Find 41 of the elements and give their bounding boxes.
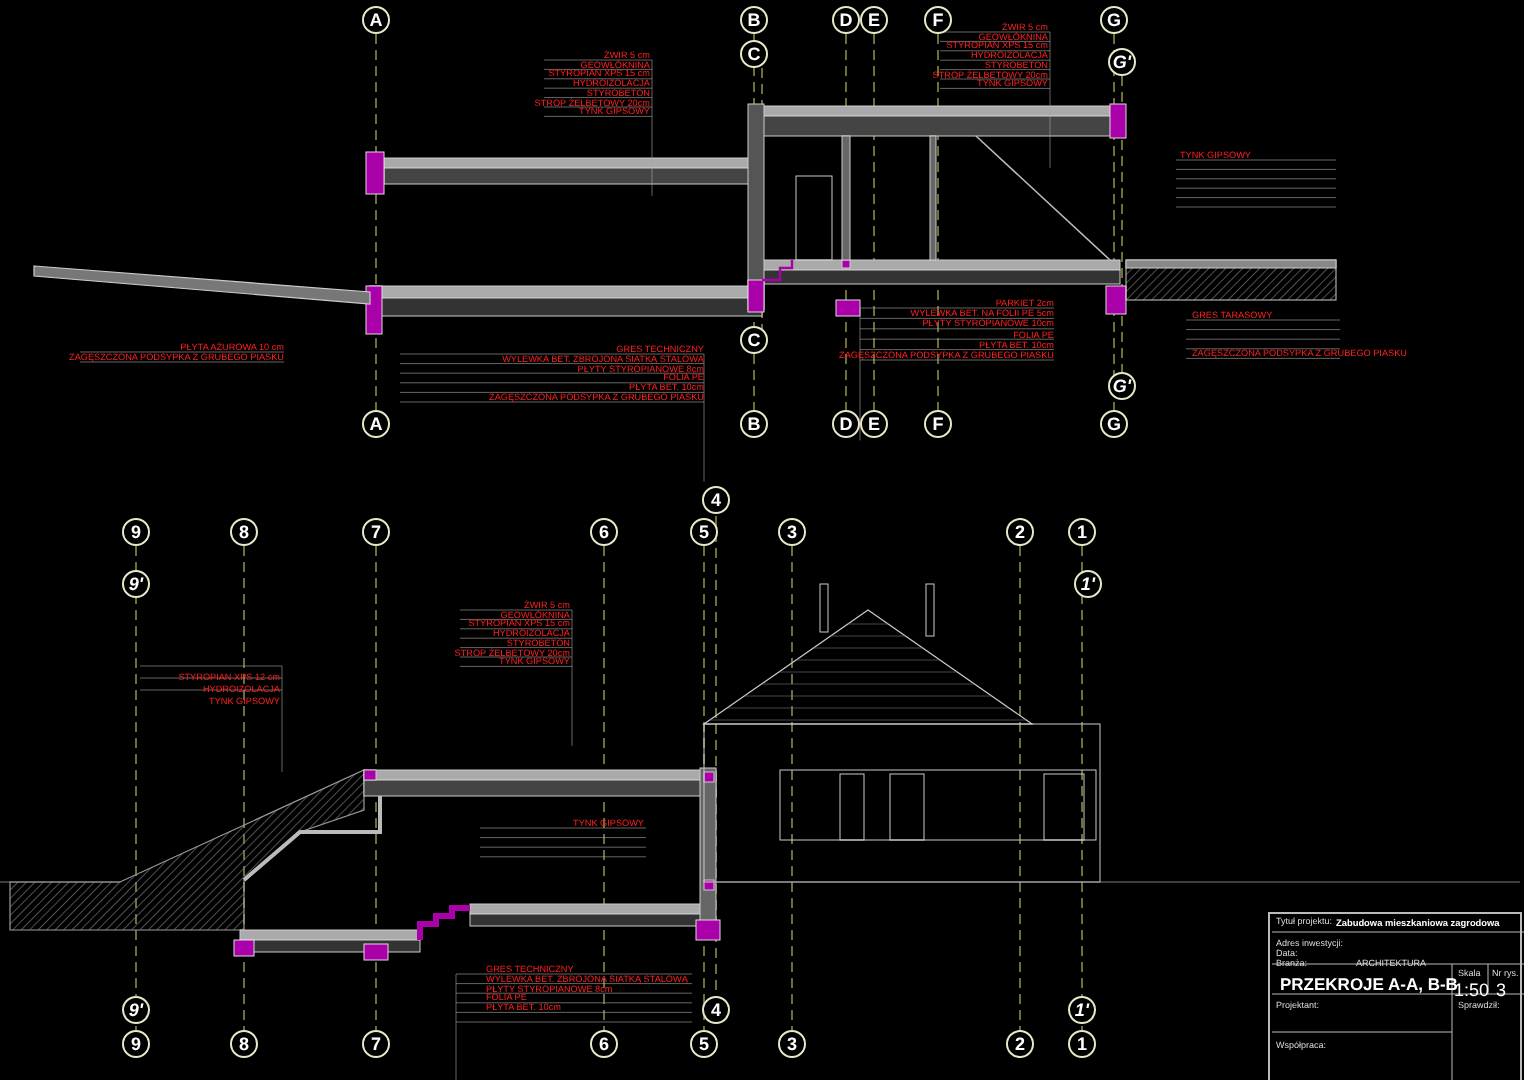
grid-axis-marker: 1 <box>1068 518 1096 546</box>
grid-axis-marker: F <box>924 410 952 438</box>
grid-axis-marker: 8 <box>230 1030 258 1058</box>
grid-axis-marker: 2 <box>1006 518 1034 546</box>
grid-axis-marker: 5 <box>690 1030 718 1058</box>
grid-axis-marker: 6 <box>590 518 618 546</box>
grid-axis-marker: 3 <box>778 1030 806 1058</box>
grid-axis-marker: B <box>740 410 768 438</box>
grid-axis-marker: 9' <box>122 570 150 598</box>
grid-axis-marker: 4 <box>702 996 730 1024</box>
grid-axis-marker: 9' <box>122 996 150 1024</box>
grid-axis-marker: 7 <box>362 518 390 546</box>
grid-axis-marker: B <box>740 6 768 34</box>
grid-axis-marker: 3 <box>778 518 806 546</box>
grid-axis-marker: G' <box>1108 48 1136 76</box>
title-block-value: 1:50 <box>1454 980 1490 1000</box>
title-block-value: 3 <box>1496 980 1507 1000</box>
grid-axis-marker: 7 <box>362 1030 390 1058</box>
grid-axis-marker: 2 <box>1006 1030 1034 1058</box>
grid-axis-marker: F <box>924 6 952 34</box>
grid-axis-marker: G <box>1100 410 1128 438</box>
grid-axis-marker: D <box>832 410 860 438</box>
grid-axis-marker: 1 <box>1068 1030 1096 1058</box>
grid-axis-marker: E <box>860 410 888 438</box>
grid-axis-marker: 4 <box>702 486 730 514</box>
grid-axis-marker: 1' <box>1068 996 1096 1024</box>
grid-axis-marker: 6 <box>590 1030 618 1058</box>
grid-axis-marker: C <box>740 40 768 68</box>
grid-axis-marker: 5 <box>690 518 718 546</box>
grid-axis-marker: A <box>362 410 390 438</box>
grid-axis-marker: G' <box>1108 372 1136 400</box>
grid-axis-marker: G <box>1100 6 1128 34</box>
grid-axis-marker: 8 <box>230 518 258 546</box>
grid-axis-marker: E <box>860 6 888 34</box>
grid-axis-marker: D <box>832 6 860 34</box>
grid-axis-marker: 1' <box>1074 570 1102 598</box>
grid-axis-marker: C <box>740 326 768 354</box>
drawing-title: PRZEKROJE A-A, B-B <box>1280 974 1458 994</box>
grid-axis-marker: 9 <box>122 1030 150 1058</box>
grid-axis-marker: 9 <box>122 518 150 546</box>
grid-axis-marker: A <box>362 6 390 34</box>
